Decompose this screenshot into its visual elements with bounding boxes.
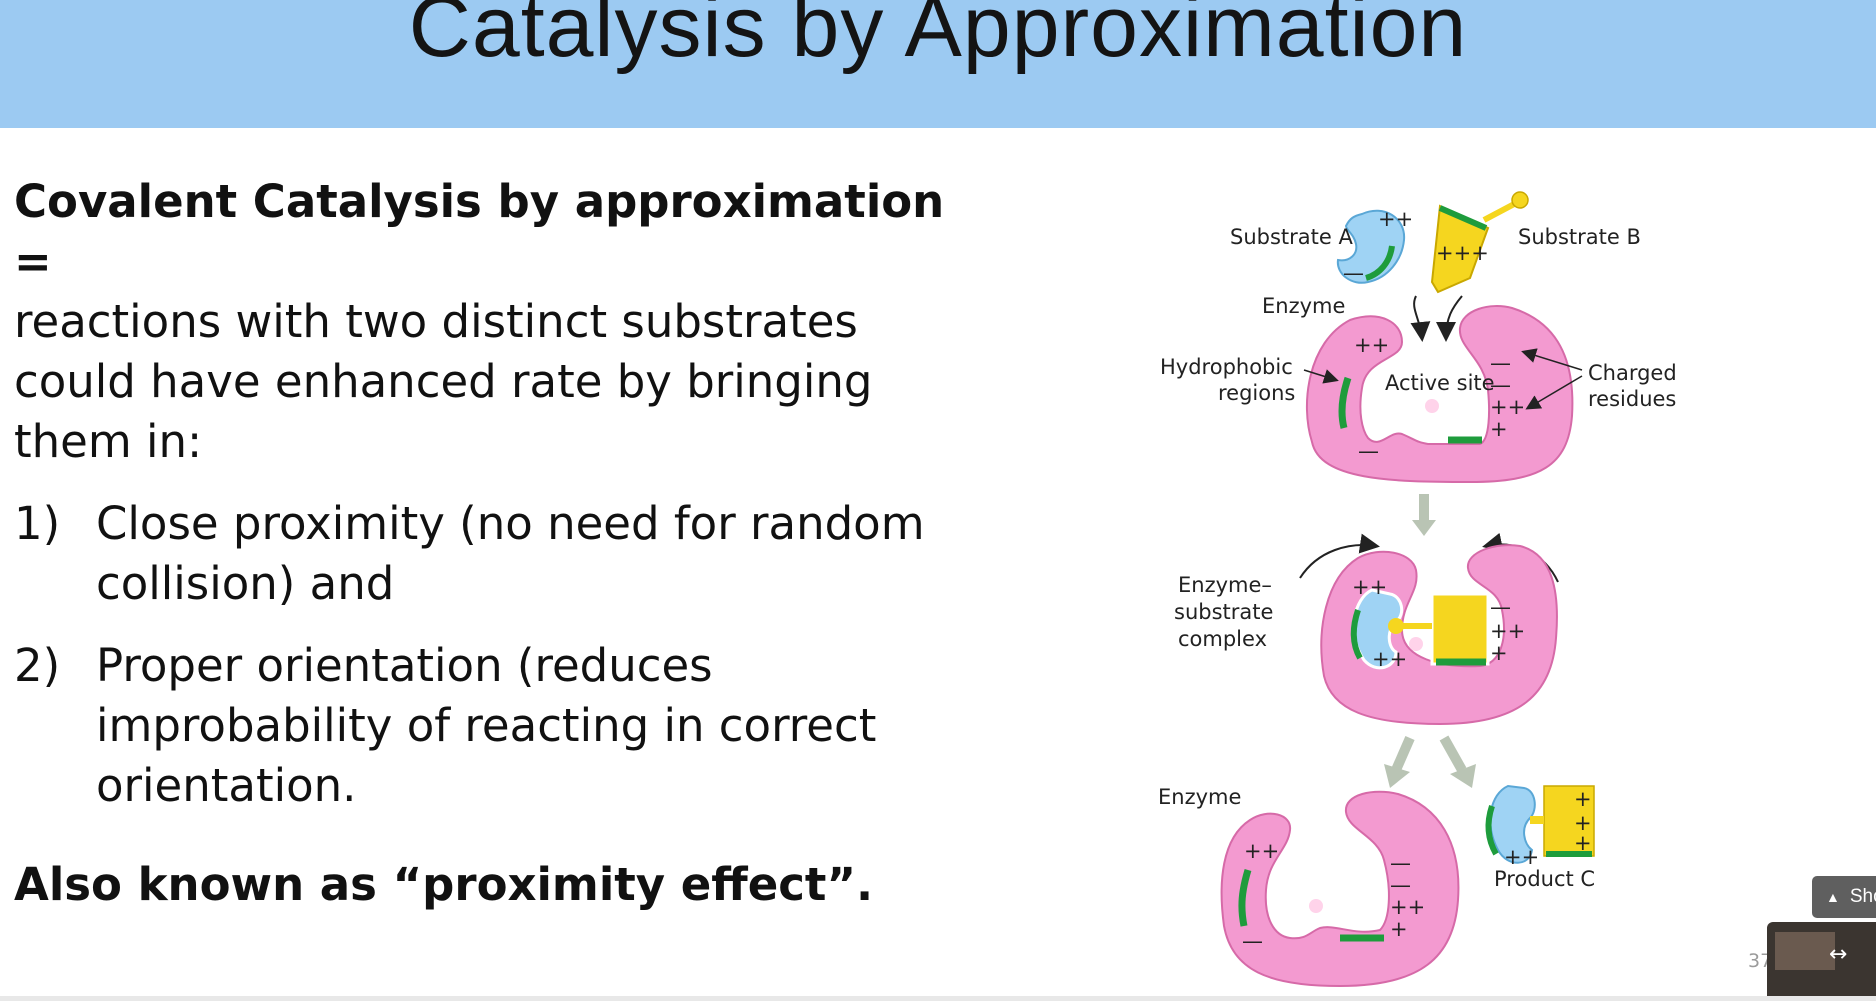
svg-text:++: ++ <box>1354 333 1389 357</box>
active-site-label: Active site <box>1385 371 1495 395</box>
arrow-icon <box>1436 295 1463 342</box>
show-button-label: Show <box>1849 886 1876 907</box>
svg-text:—: — <box>1242 929 1263 953</box>
show-button[interactable]: ▲ Show <box>1812 876 1876 918</box>
complex-label-3: complex <box>1178 627 1267 651</box>
list-item-text: Proper orientation (reduces improbabilit… <box>96 639 877 812</box>
enzyme-shape-top <box>1306 305 1574 484</box>
svg-text:+: + <box>1574 811 1592 835</box>
enzyme-top-label: Enzyme <box>1262 294 1345 318</box>
substrate-a-label: Substrate A <box>1230 225 1353 249</box>
list-item-number: 2) <box>14 639 61 692</box>
definition-paragraph: Covalent Catalysis by approximation =rea… <box>14 172 974 472</box>
product-c-shape: + + + ++ <box>1485 784 1595 869</box>
down-arrow-icon <box>1439 735 1467 773</box>
svg-text:—: — <box>1490 373 1511 397</box>
substrate-b-label: Substrate B <box>1518 225 1641 249</box>
hydrophobic-label-2: regions <box>1218 381 1295 405</box>
arrow-icon <box>1525 375 1583 410</box>
definition-text: reactions with two distinct substrates c… <box>14 295 873 468</box>
svg-text:++: ++ <box>1490 619 1525 643</box>
slide-number: 37 <box>1748 950 1773 972</box>
arrow-icon <box>1299 533 1380 579</box>
svg-text:—: — <box>1343 261 1364 285</box>
charged-label-1: Charged <box>1588 361 1677 385</box>
svg-text:++: ++ <box>1390 895 1425 919</box>
svg-text:++: ++ <box>1378 207 1413 231</box>
list-item: 1) Close proximity (no need for random c… <box>14 494 974 614</box>
svg-text:++: ++ <box>1490 395 1525 419</box>
svg-text:—: — <box>1390 873 1411 897</box>
substrate-b-shape: +++ <box>1430 191 1529 294</box>
list-item: 2) Proper orientation (reduces improbabi… <box>14 636 974 816</box>
bottom-divider <box>0 996 1876 1001</box>
svg-text:++: ++ <box>1504 845 1539 869</box>
definition-block: Covalent Catalysis by approximation =rea… <box>14 172 974 838</box>
svg-text:+++: +++ <box>1436 241 1489 265</box>
svg-text:++: ++ <box>1372 647 1407 671</box>
arrow-icon <box>1410 295 1431 342</box>
thumbnail-screen <box>1775 932 1835 970</box>
video-thumbnail[interactable]: ↔ <box>1767 922 1876 998</box>
enzyme-shape-bottom <box>1220 790 1460 988</box>
list-item-text: Close proximity (no need for random coll… <box>96 497 925 610</box>
also-known-text: Also known as “proximity effect”. <box>14 858 874 911</box>
down-arrow-icon <box>1391 735 1415 773</box>
definition-term: Covalent Catalysis by approximation = <box>14 175 945 288</box>
svg-text:+: + <box>1390 917 1408 941</box>
enzyme-approximation-figure: ++ — +++ Substrate A Substrate B Enzyme … <box>1158 191 1677 988</box>
svg-text:—: — <box>1390 851 1411 875</box>
svg-text:—: — <box>1490 595 1511 619</box>
chevron-up-icon: ▲ <box>1826 889 1840 905</box>
title-bar: Catalysis by Approximation <box>0 0 1876 128</box>
slide-title: Catalysis by Approximation <box>408 0 1468 75</box>
svg-text:+: + <box>1574 831 1592 855</box>
svg-text:++: ++ <box>1352 575 1387 599</box>
expand-arrows-icon[interactable]: ↔ <box>1829 942 1848 967</box>
substrate-a-shape: ++ — <box>1336 207 1413 285</box>
svg-text:+: + <box>1574 787 1592 811</box>
complex-label-1: Enzyme– <box>1178 573 1272 597</box>
svg-text:++: ++ <box>1244 839 1279 863</box>
requirements-list: 1) Close proximity (no need for random c… <box>14 494 974 816</box>
svg-text:+: + <box>1490 417 1508 441</box>
hydrophobic-label-1: Hydrophobic <box>1160 355 1293 379</box>
enzyme-bottom-label: Enzyme <box>1158 785 1241 809</box>
svg-text:+: + <box>1490 641 1508 665</box>
product-c-label: Product C <box>1494 867 1595 891</box>
complex-label-2: substrate <box>1174 600 1273 624</box>
svg-text:—: — <box>1358 439 1379 463</box>
svg-text:—: — <box>1490 351 1511 375</box>
arrow-icon <box>1521 348 1583 371</box>
list-item-number: 1) <box>14 497 61 550</box>
charged-label-2: residues <box>1588 387 1676 411</box>
arrow-icon <box>1303 369 1339 384</box>
